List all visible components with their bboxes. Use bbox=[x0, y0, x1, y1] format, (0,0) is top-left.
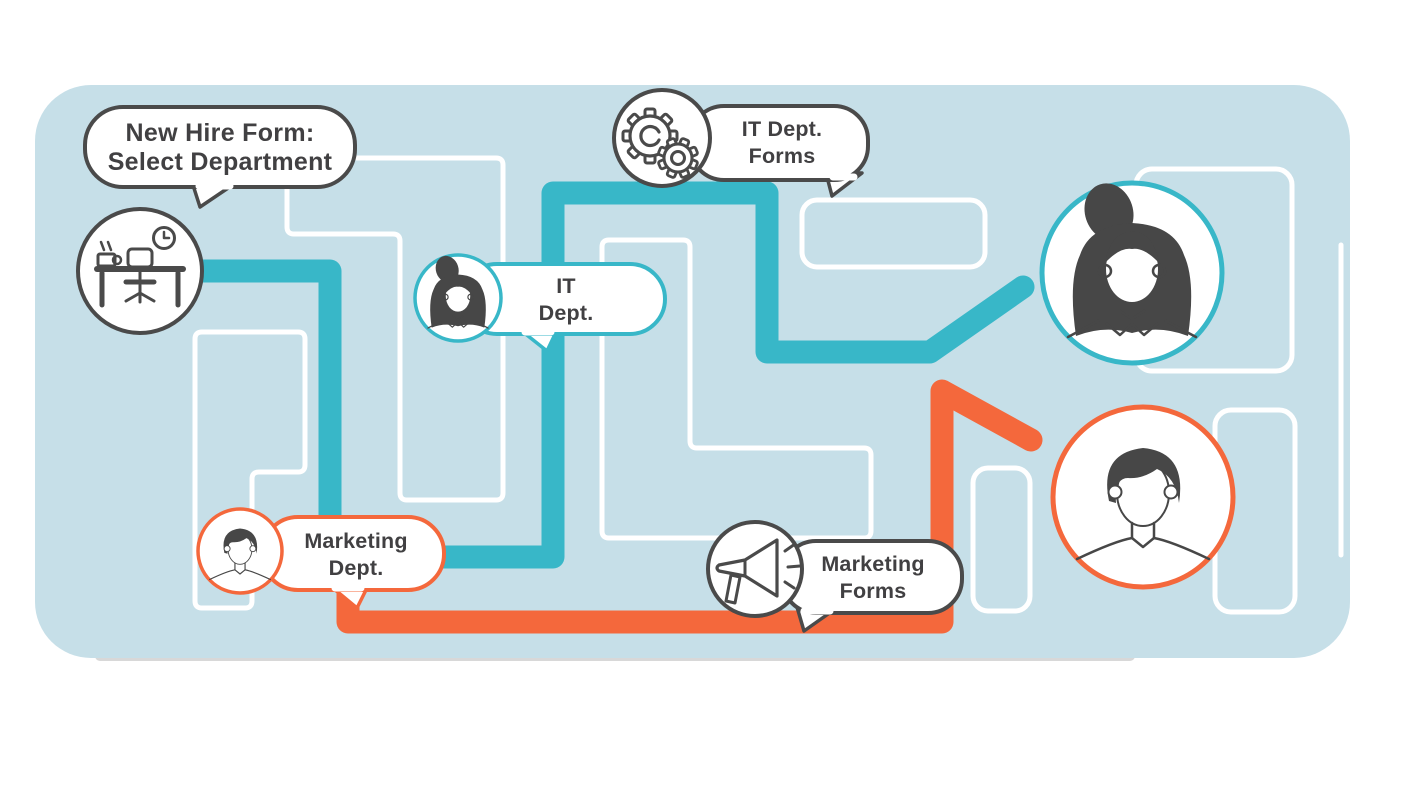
desk-icon bbox=[94, 226, 186, 308]
marketing-dept-line1: Marketing bbox=[304, 529, 407, 553]
it-dept-bubble: IT Dept. bbox=[413, 252, 667, 353]
it-forms-line1: IT Dept. bbox=[742, 117, 822, 141]
megaphone-icon bbox=[715, 538, 802, 605]
gears-icon bbox=[621, 107, 699, 179]
title-bubble: New Hire Form: Select Department bbox=[83, 105, 357, 209]
maze-spiral bbox=[284, 155, 506, 503]
marketing-dept-line2: Dept. bbox=[329, 556, 384, 580]
maze-lines bbox=[192, 155, 1344, 615]
marketing-forms-line2: Forms bbox=[840, 579, 907, 603]
title-line2: Select Department bbox=[108, 148, 333, 176]
desk-start-node bbox=[76, 207, 204, 335]
it-dept-line2: Dept. bbox=[539, 301, 594, 325]
it-forms-bubble: IT Dept. Forms bbox=[612, 88, 870, 198]
it-destination-avatar bbox=[1039, 175, 1225, 366]
maze-left-slot bbox=[192, 329, 308, 611]
marketing-forms-bubble: Marketing Forms bbox=[706, 520, 964, 633]
it-route-path bbox=[146, 181, 1035, 569]
it-forms-line2: Forms bbox=[749, 144, 816, 168]
maze-rect-top bbox=[799, 197, 988, 270]
maze-l-corridor bbox=[599, 237, 874, 541]
title-line1: New Hire Form: bbox=[126, 119, 315, 147]
it-dept-line1: IT bbox=[556, 274, 576, 298]
marketing-route-path bbox=[336, 379, 1043, 634]
marketing-destination-avatar bbox=[1050, 404, 1236, 590]
maze-rect-small bbox=[970, 465, 1033, 614]
marketing-forms-line1: Marketing bbox=[821, 552, 924, 576]
marketing-dept-bubble: Marketing Dept. bbox=[196, 507, 446, 610]
